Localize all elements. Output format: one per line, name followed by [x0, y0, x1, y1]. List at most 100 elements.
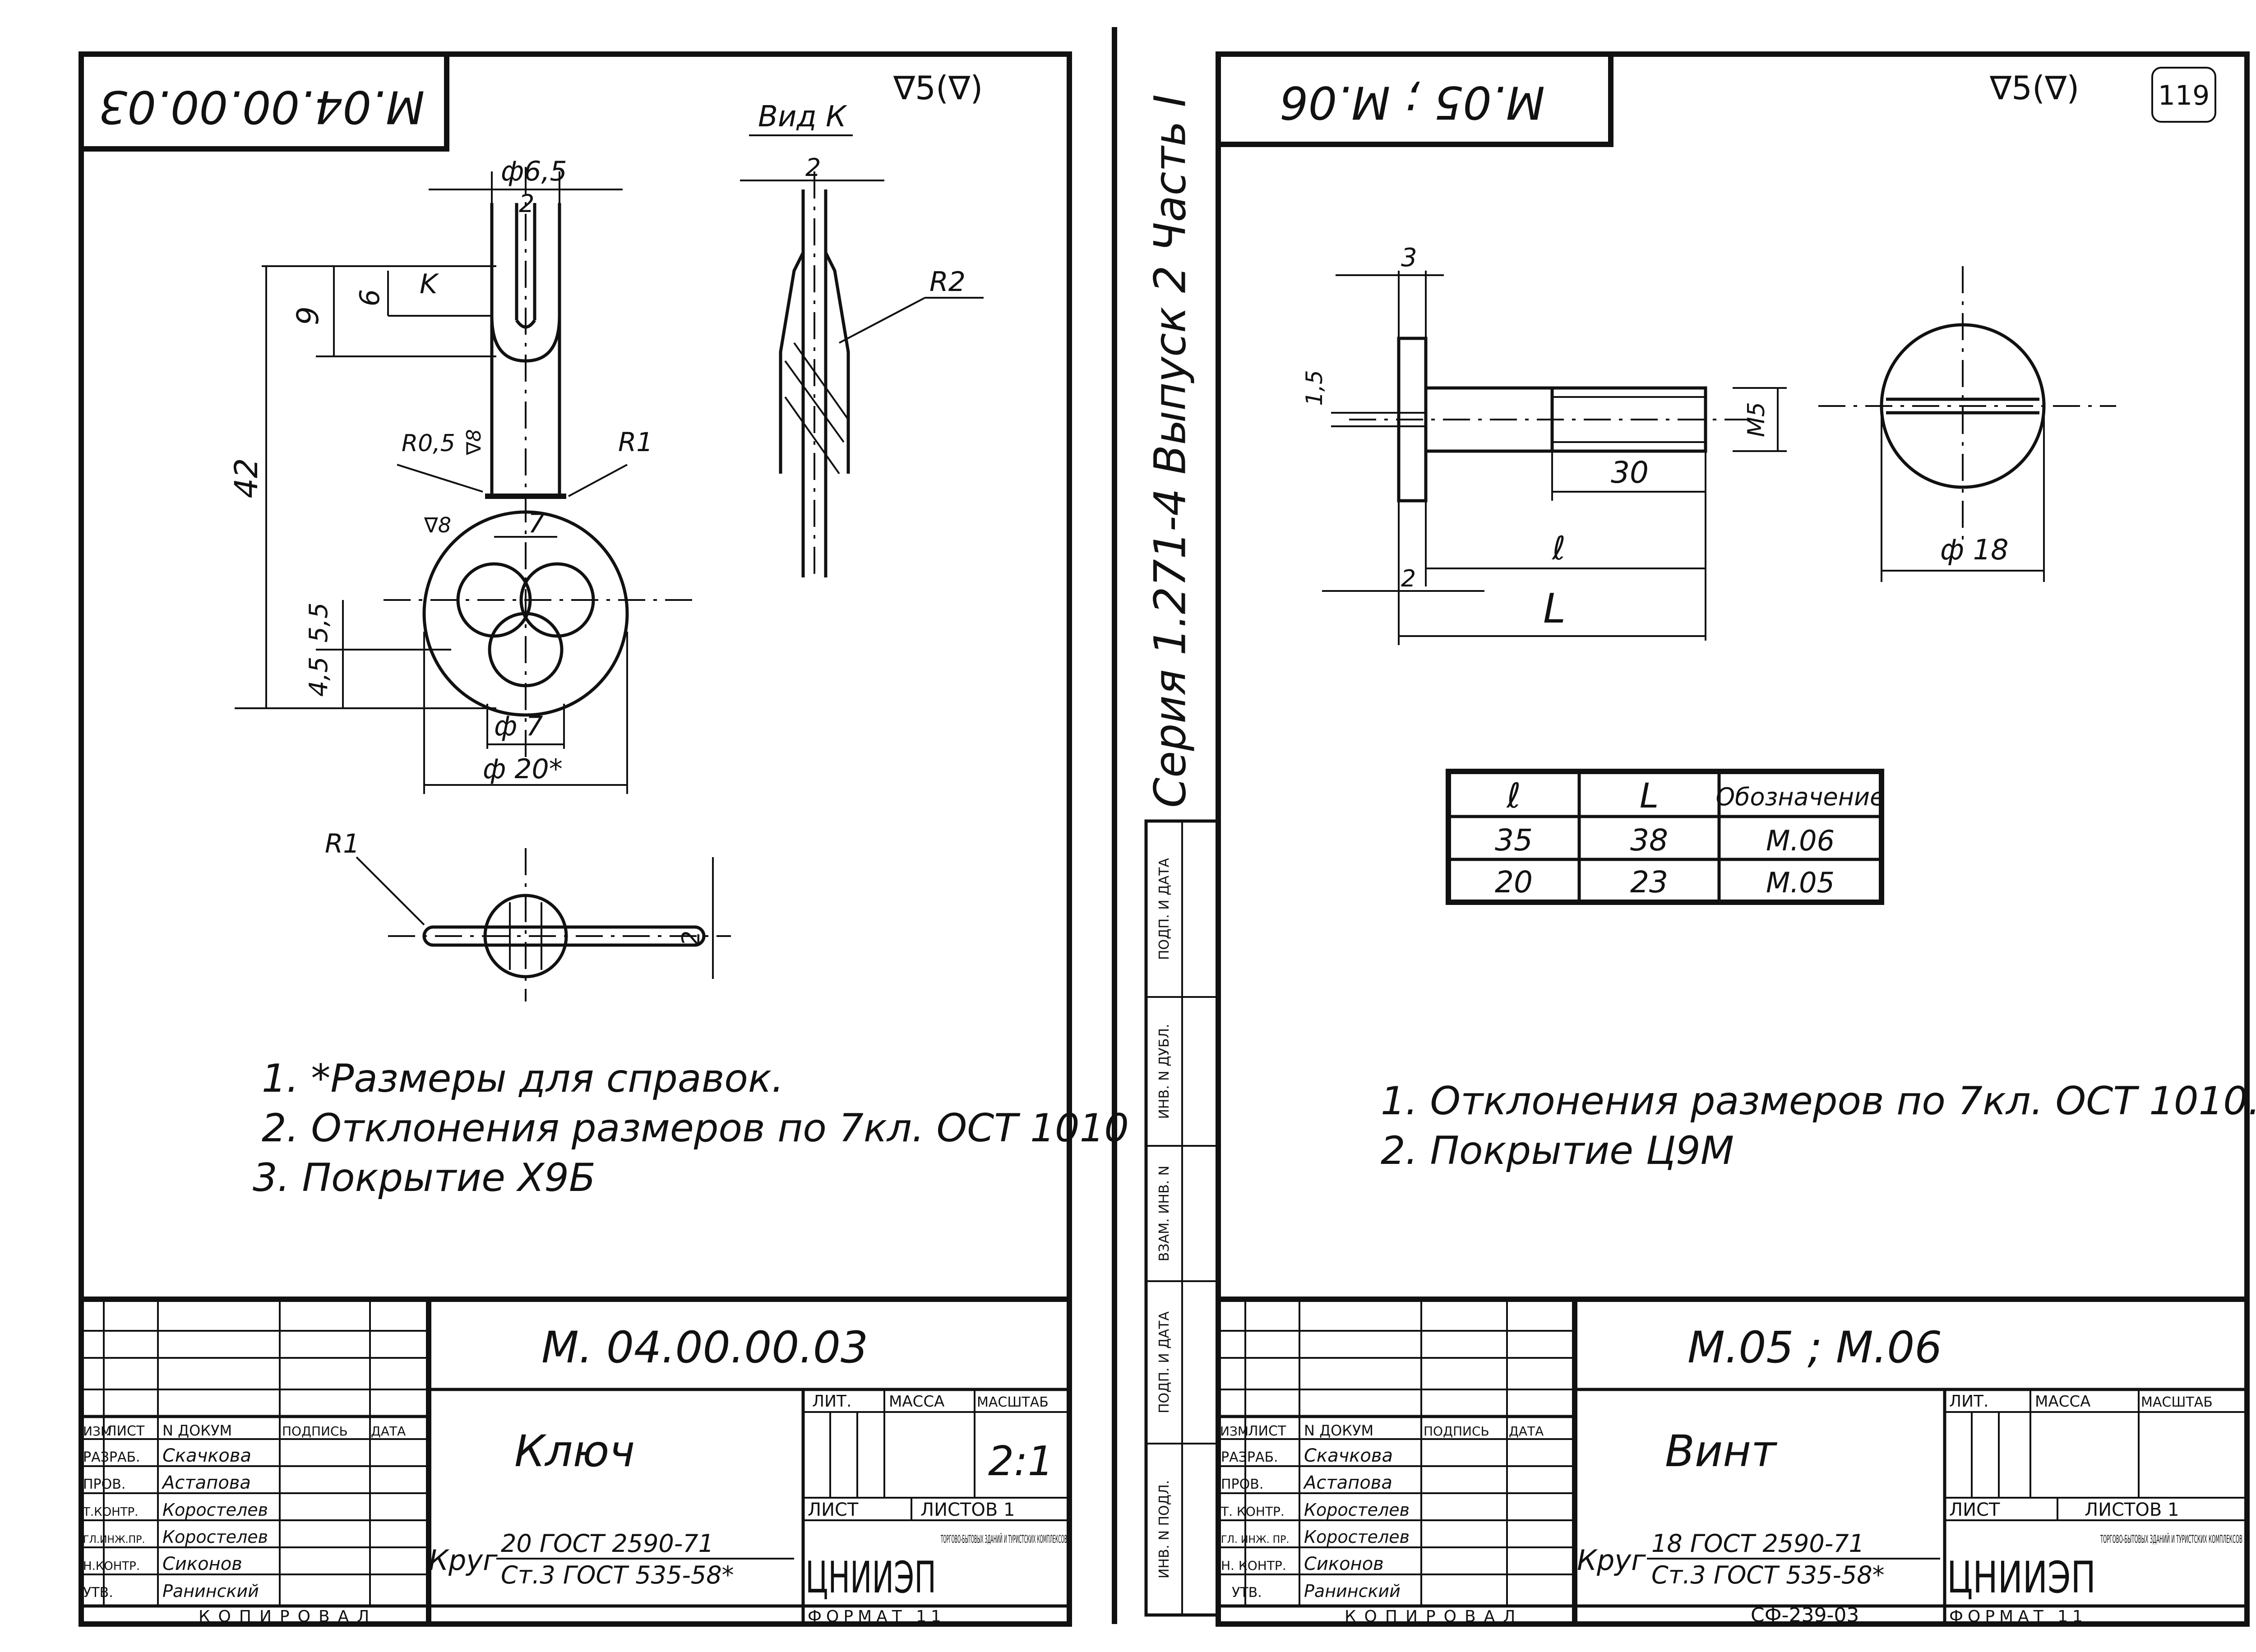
left-col-date: ДАТА — [371, 1424, 406, 1439]
right-material-top: 18 ГОСТ 2590-71 — [1651, 1529, 1864, 1558]
dim-l-small: ℓ — [1551, 529, 1566, 567]
left-code-rotated: M.04.00.00.03 — [99, 81, 425, 134]
dim-two: 2 — [1401, 565, 1416, 592]
left-role-1: ПРОВ. — [83, 1477, 125, 1492]
left-scale: 2:1 — [988, 1438, 1054, 1485]
right-notes: 1. Отклонения размеров по 7кл. ОСТ 1010.… — [1381, 1079, 2256, 1173]
key-front-view: ф6,5 2 9 6 K R0,5 ∇8 R1 ∇8 7 42 4,5 5,5 … — [228, 156, 699, 794]
table-r0-L: 38 — [1630, 823, 1668, 858]
table-r1-L: 23 — [1630, 865, 1668, 900]
right-role-5: УТВ. — [1232, 1585, 1262, 1601]
left-mass-header: МАССА — [889, 1393, 944, 1411]
left-col-izm: ИЗМ — [83, 1424, 111, 1439]
left-name-2: Коростелев — [162, 1500, 268, 1520]
left-title-block: ИЗМ ЛИСТ N ДОКУМ ПОДПИСЬ ДАТА РАЗРАБ. Ск… — [81, 1297, 1069, 1626]
table-header-designation: Обозначение — [1716, 783, 1885, 811]
right-name-0: Скачкова — [1304, 1445, 1393, 1466]
left-notes: 1. *Размеры для справок. 2. Отклонения р… — [253, 1056, 1129, 1200]
right-role-2: Т. КОНТР. — [1220, 1504, 1285, 1519]
right-copied: КОПИРОВАЛ — [1345, 1607, 1523, 1626]
dim-k: K — [420, 268, 439, 300]
left-part-name: Ключ — [514, 1426, 635, 1477]
right-sheet: M.05 ; M.06 ∇5(∇) 119 — [1216, 51, 2256, 1627]
dim-d18: ф 18 — [1940, 533, 2009, 566]
dim-nine: 9 — [291, 306, 325, 325]
left-note-2: 2. Отклонения размеров по 7кл. ОСТ 1010 — [262, 1106, 1129, 1151]
key-top-view: R1 2 — [325, 828, 731, 1001]
spine-cell-2: ВЗАМ. ИНВ. N — [1156, 1166, 1172, 1261]
dim-m5: M5 — [1743, 402, 1770, 437]
left-sheets: ЛИСТОВ 1 — [920, 1500, 1015, 1520]
spine-cell-1: ИНВ. N ДУБЛ. — [1156, 1024, 1172, 1119]
dim-onefive: 1,5 — [1301, 370, 1327, 406]
right-name-4: Сиконов — [1304, 1554, 1384, 1574]
dim-fortytwo: 42 — [228, 458, 265, 498]
dim-two-top: 2 — [519, 189, 534, 218]
left-role-3: ГЛ.ИНЖ.ПР. — [83, 1534, 145, 1546]
left-role-2: Т.КОНТР. — [83, 1505, 138, 1519]
right-org-logo: ЦНИИЭП — [1947, 1552, 2096, 1603]
left-code-box — [81, 54, 449, 152]
left-col-doc: N ДОКУМ — [162, 1422, 232, 1439]
dim-six: 6 — [354, 289, 386, 306]
dim-three: 3 — [1401, 243, 1417, 272]
left-name-4: Сиконов — [162, 1554, 242, 1574]
left-lit-header: ЛИТ. — [812, 1392, 851, 1411]
right-format: ФОРМАТ 11 — [1949, 1607, 2087, 1626]
dim-r8: ∇8 — [462, 429, 485, 455]
right-col-izm: ИЗМ — [1220, 1424, 1248, 1439]
right-col-date: ДАТА — [1509, 1424, 1544, 1439]
table-header-L: L — [1640, 775, 1659, 816]
dim-fortyfive: 4,5 — [304, 656, 333, 697]
left-surface-mark: ∇5(∇) — [893, 69, 983, 107]
left-copied: КОПИРОВАЛ — [199, 1607, 377, 1626]
dim-seven: 7 — [528, 508, 545, 539]
left-format: ФОРМАТ 11 — [808, 1607, 946, 1626]
right-note-2: 2. Покрытие Ц9М — [1381, 1128, 1734, 1173]
left-role-4: Н.КОНТР. — [83, 1560, 140, 1573]
right-col-doc: N ДОКУМ — [1304, 1422, 1373, 1439]
screw-end-view: ф 18 — [1818, 266, 2116, 582]
view-k-label: Вид К — [758, 100, 847, 134]
right-name-1: Астапова — [1303, 1472, 1392, 1493]
dim-r1: R1 — [618, 427, 653, 457]
right-col-list: ЛИСТ — [1248, 1423, 1286, 1439]
spine-cell-0: ПОДП. И ДАТА — [1156, 858, 1172, 960]
right-scale-header: МАСШТАБ — [2141, 1394, 2213, 1410]
table-header-l: ℓ — [1506, 775, 1521, 816]
left-role-0: РАЗРАБ. — [83, 1449, 140, 1465]
left-name-5: Ранинский — [162, 1581, 259, 1601]
series-label: Серия 1.271-4 Выпуск 2 Часть I — [1145, 94, 1195, 808]
left-material-prefix: Круг — [429, 1544, 498, 1577]
spine-cell-3: ПОДП. И ДАТА — [1156, 1311, 1172, 1414]
right-lit-header: ЛИТ. — [1949, 1392, 1988, 1411]
left-name-1: Астапова — [161, 1472, 251, 1493]
dim-r1b: R1 — [325, 828, 360, 859]
right-col-sign: ПОДПИСЬ — [1424, 1424, 1489, 1439]
right-material-bottom: Ст.3 ГОСТ 535-58* — [1651, 1561, 1885, 1589]
right-org-text: ТОРГОВО-БЫТОВЫХ ЗДАНИЙ И ТУРИСТСКИХ КОМП… — [2100, 1532, 2242, 1546]
right-part-name: Винт — [1665, 1426, 1778, 1477]
right-code-rotated: M.05 ; M.06 — [1280, 76, 1545, 129]
left-scale-header: МАСШТАБ — [977, 1394, 1049, 1410]
right-name-5: Ранинский — [1304, 1581, 1401, 1601]
left-designation: М. 04.00.00.03 — [541, 1322, 868, 1373]
spine-cell-4: ИНВ. N ПОДЛ. — [1156, 1480, 1172, 1578]
left-sheet: M.04.00.00.03 ∇5(∇) — [79, 51, 1129, 1627]
dim-r8b: ∇8 — [424, 513, 451, 537]
right-title-block: ИЗМ ЛИСТ N ДОКУМ ПОДПИСЬ ДАТА РАЗРАБ. Ск… — [1218, 1297, 2247, 1627]
view-k-r2: R2 — [929, 266, 966, 298]
right-doc-code: СФ-239-03 — [1751, 1604, 1859, 1627]
left-name-0: Скачкова — [162, 1445, 251, 1466]
left-sheet: ЛИСТ — [808, 1500, 859, 1520]
dim-d20: ф 20* — [483, 753, 563, 785]
right-role-3: ГЛ. ИНЖ. ПР. — [1221, 1534, 1289, 1546]
left-col-list: ЛИСТ — [106, 1423, 145, 1439]
right-note-1: 1. Отклонения размеров по 7кл. ОСТ 1010. — [1381, 1079, 2256, 1124]
dim-d7: ф 7 — [494, 711, 543, 742]
left-note-1: 1. *Размеры для справок. — [262, 1056, 784, 1101]
variant-table: ℓ L Обозначение 35 38 М.06 20 23 М.05 — [1446, 769, 1885, 905]
left-material-bottom: Ст.3 ГОСТ 535-58* — [501, 1561, 734, 1589]
right-sheets: ЛИСТОВ 1 — [2085, 1500, 2179, 1520]
